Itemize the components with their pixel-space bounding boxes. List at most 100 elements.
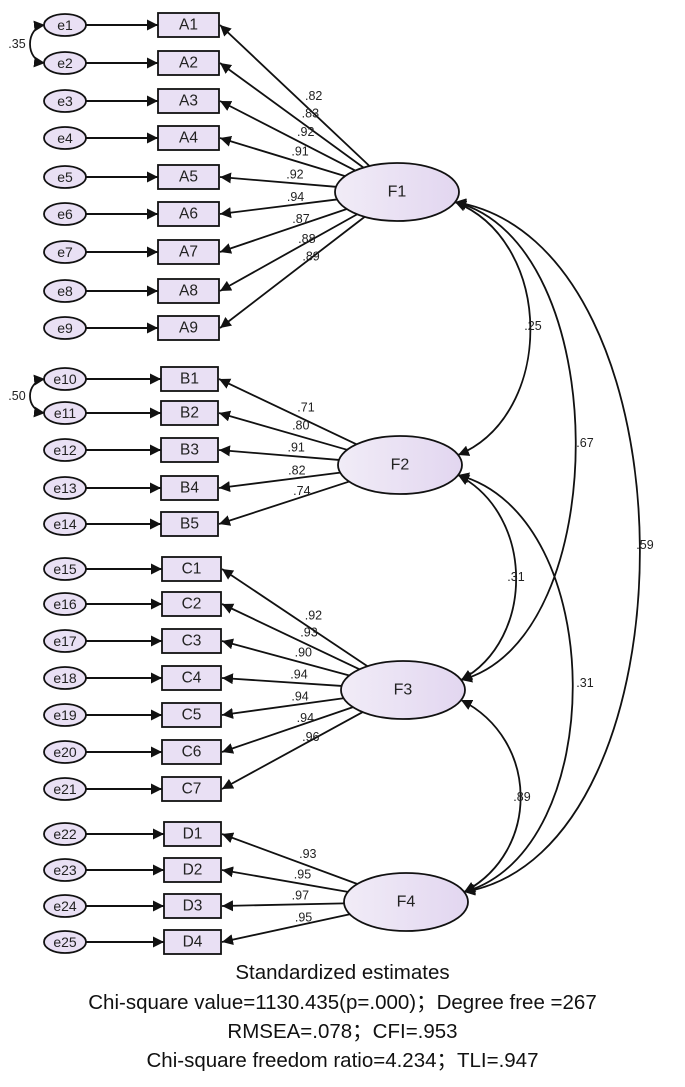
- indicator-box: [157, 12, 220, 38]
- error-term-ellipse: [43, 89, 87, 113]
- error-term-label: e10: [53, 371, 77, 387]
- error-term-ellipse: [43, 703, 87, 727]
- indicator-box: [160, 511, 219, 537]
- factor-loading-label: .94: [290, 667, 307, 681]
- factor-loading-label: .93: [299, 847, 316, 861]
- loading-path-arrow: [219, 172, 337, 188]
- indicator-label: D3: [183, 898, 203, 915]
- factor-loading-label: .83: [302, 107, 319, 121]
- error-term-ellipse: [43, 930, 87, 954]
- factor-correlation-label: .31: [507, 570, 524, 584]
- factor-loading-label: .89: [302, 250, 319, 264]
- factor-loading-label: .94: [291, 690, 308, 704]
- error-term-label: e5: [57, 169, 73, 185]
- loading-path-arrow: [219, 24, 371, 167]
- factor-loading-label: .93: [300, 626, 317, 640]
- loading-path-arrow: [219, 62, 365, 169]
- indicator-box: [157, 278, 220, 304]
- error-term-label: e2: [57, 55, 73, 71]
- indicator-label: A3: [179, 93, 198, 110]
- factor-loading-label: .82: [288, 463, 305, 477]
- indicator-box: [157, 201, 220, 227]
- factor-loading-label: .92: [297, 125, 314, 139]
- factor-loading-label: .95: [295, 910, 312, 924]
- indicator-box: [161, 665, 222, 691]
- indicator-label: C7: [182, 781, 202, 798]
- indicator-box: [163, 893, 222, 919]
- indicator-box: [160, 400, 219, 426]
- loading-path-arrow: [218, 480, 350, 526]
- error-term-label: e17: [53, 633, 77, 649]
- error-term-ellipse: [43, 240, 87, 264]
- error-term-ellipse: [43, 126, 87, 150]
- indicator-label: A9: [179, 320, 198, 337]
- error-term-ellipse: [43, 822, 87, 846]
- loading-path-arrow: [221, 638, 350, 677]
- indicator-box: [157, 88, 220, 114]
- sem-path-diagram: .82A1e1.83A2e2.92A3e3.91A4e4.92A5e5.94A6…: [8, 12, 654, 955]
- indicator-label: C1: [182, 561, 202, 578]
- loading-path-arrow: [221, 711, 364, 790]
- indicator-label: C6: [182, 744, 202, 761]
- error-term-ellipse: [43, 13, 87, 37]
- diagram-title: Standardized estimates: [235, 961, 450, 984]
- factor-correlation-arrow: [457, 472, 574, 895]
- error-term-ellipse: [43, 165, 87, 189]
- error-term-ellipse: [43, 666, 87, 690]
- error-term-ellipse: [43, 629, 87, 653]
- error-term-label: e12: [53, 442, 77, 458]
- error-covariance-label: .35: [8, 37, 25, 51]
- error-term-ellipse: [43, 316, 87, 340]
- factor-correlation-arrow: [454, 199, 577, 683]
- indicator-label: C5: [182, 707, 202, 724]
- error-covariance-arrow: [29, 374, 46, 418]
- loading-path-arrow: [221, 913, 350, 946]
- indicator-label: A8: [179, 283, 198, 300]
- loading-path-arrow: [219, 100, 356, 172]
- factor-correlation-label: .67: [576, 436, 593, 450]
- error-term-ellipse: [43, 202, 87, 226]
- latent-factor-label: F4: [397, 894, 416, 911]
- factor-loading-label: .97: [292, 889, 309, 903]
- error-term-ellipse: [43, 476, 87, 500]
- factor-loading-label: .80: [292, 419, 309, 433]
- indicator-label: B1: [180, 371, 199, 388]
- factor-correlation-arrow: [454, 200, 532, 456]
- loading-path-arrow: [219, 135, 346, 178]
- error-term-label: e23: [53, 862, 77, 878]
- indicator-box: [161, 556, 222, 582]
- factor-loading-label: .88: [298, 232, 315, 246]
- indicator-box: [160, 366, 219, 392]
- error-term-label: e15: [53, 561, 77, 577]
- factor-loading-label: .90: [295, 645, 312, 659]
- factor-correlation-label: .89: [513, 790, 530, 804]
- error-term-label: e25: [53, 934, 77, 950]
- error-term-ellipse: [43, 512, 87, 536]
- loading-path-arrow: [221, 568, 368, 667]
- error-term-ellipse: [43, 777, 87, 801]
- latent-factor-label: F3: [394, 682, 413, 699]
- error-term-ellipse: [43, 592, 87, 616]
- indicator-label: A4: [179, 130, 198, 147]
- factor-correlation-arrow: [457, 474, 518, 681]
- indicator-label: A2: [179, 55, 198, 72]
- error-term-label: e18: [53, 670, 77, 686]
- indicator-label: A5: [179, 169, 198, 186]
- indicator-box: [161, 628, 222, 654]
- factor-loading-label: .91: [291, 144, 308, 158]
- latent-factor-label: F1: [388, 184, 407, 201]
- indicator-label: B5: [180, 516, 199, 533]
- loading-path-arrow: [219, 208, 348, 254]
- error-term-label: e21: [53, 781, 77, 797]
- latent-factor-label: F2: [391, 457, 410, 474]
- fit-line-ratio-tli: Chi-square freedom ratio=4.234；TLI=.947: [146, 1049, 539, 1072]
- error-term-ellipse: [43, 401, 87, 425]
- factor-loading-label: .94: [287, 190, 304, 204]
- error-term-label: e16: [53, 596, 77, 612]
- factor-correlation-label: .31: [576, 676, 593, 690]
- error-term-ellipse: [43, 894, 87, 918]
- error-term-label: e1: [57, 17, 73, 33]
- error-term-label: e8: [57, 283, 73, 299]
- loading-path-arrow: [221, 706, 354, 754]
- factor-correlation-label: .25: [524, 319, 541, 333]
